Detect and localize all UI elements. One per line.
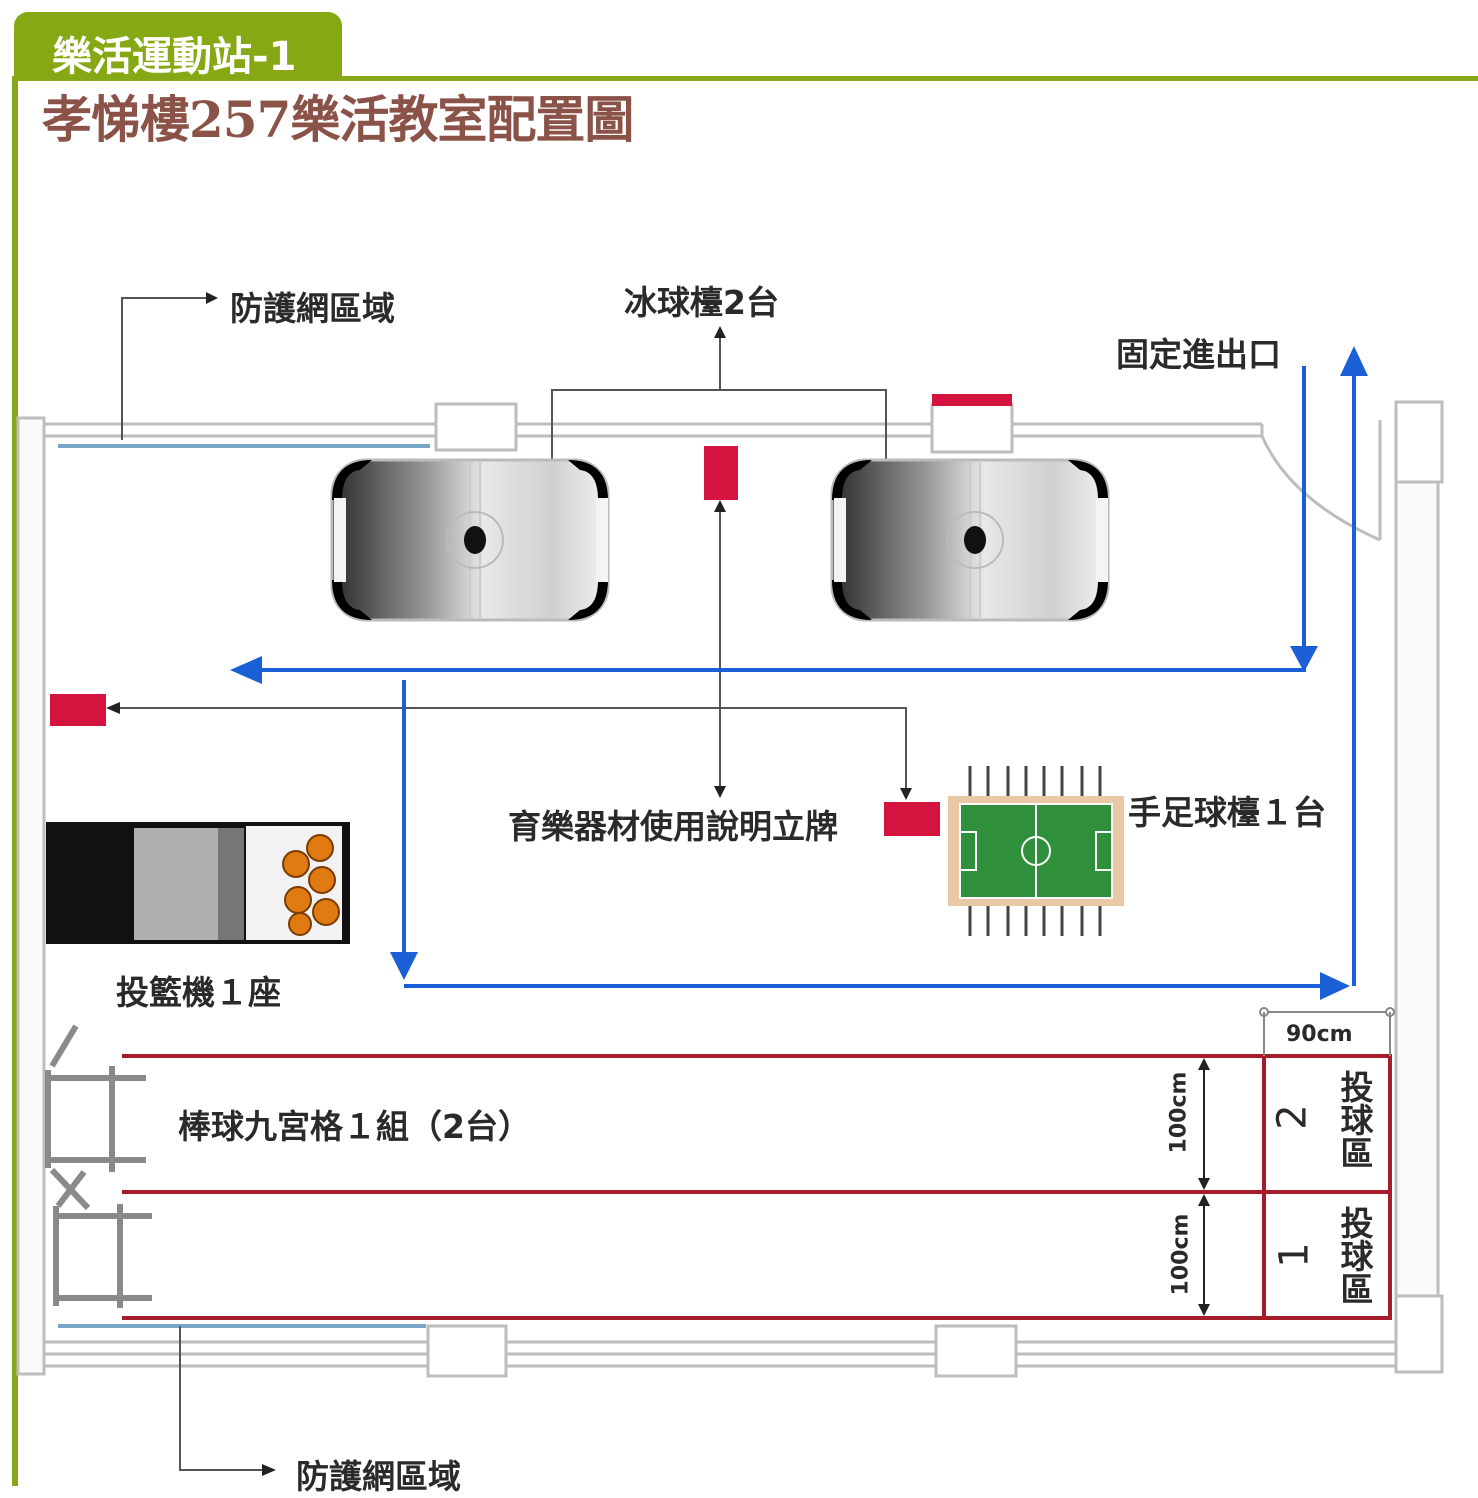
- room-walls: [16, 400, 1444, 1378]
- width-90cm-label: 90cm: [1286, 1022, 1353, 1047]
- section-tab-label: 樂活運動站-1: [52, 34, 297, 80]
- net-top-leader: [121, 297, 214, 440]
- foosball-table: [948, 766, 1124, 936]
- zone-2-label: 投球區: [1335, 1070, 1374, 1169]
- lane-2-height-label: 100cm: [1166, 1071, 1192, 1154]
- air-hockey-label: 冰球檯2台: [624, 283, 779, 322]
- sign-stand-center: [884, 802, 940, 836]
- traffic-route: [260, 366, 1356, 988]
- baseball-grid-label: 棒球九宮格１組（2台）: [178, 1107, 531, 1146]
- section-tab: [14, 12, 342, 78]
- sign-label: 育樂器材使用說明立牌: [508, 807, 838, 846]
- left-rule: [12, 76, 18, 1486]
- sign-stand-top: [704, 446, 738, 500]
- pitching-machine-1: [53, 1170, 152, 1308]
- zone-1-number: 1: [1271, 1242, 1318, 1268]
- entrance-label: 固定進出口: [1116, 335, 1281, 374]
- page-title: 孝悌樓257樂活教室配置圖: [42, 90, 634, 149]
- sign-leader-horizontal: [112, 707, 907, 792]
- baseball-lanes: [122, 1007, 1395, 1320]
- air-hockey-table-1: [330, 458, 610, 622]
- zone-2-number: 2: [1269, 1104, 1316, 1130]
- net-area-label-bottom: 防護網區域: [296, 1457, 461, 1496]
- pitching-machine-2: [45, 1024, 146, 1211]
- zone-1-label: 投球區: [1335, 1206, 1374, 1305]
- net-bottom-leader: [179, 1326, 270, 1471]
- lane-1-height-label: 100cm: [1168, 1213, 1194, 1296]
- basketball-machine-label: 投籃機１座: [116, 973, 281, 1012]
- net-area-label-top: 防護網區域: [230, 289, 395, 328]
- basketball-machine: [46, 822, 350, 944]
- foosball-label: 手足球檯１台: [1128, 793, 1326, 832]
- header-rule: [14, 76, 1478, 81]
- air-hockey-table-2: [830, 458, 1110, 622]
- sign-stand-left: [50, 694, 106, 726]
